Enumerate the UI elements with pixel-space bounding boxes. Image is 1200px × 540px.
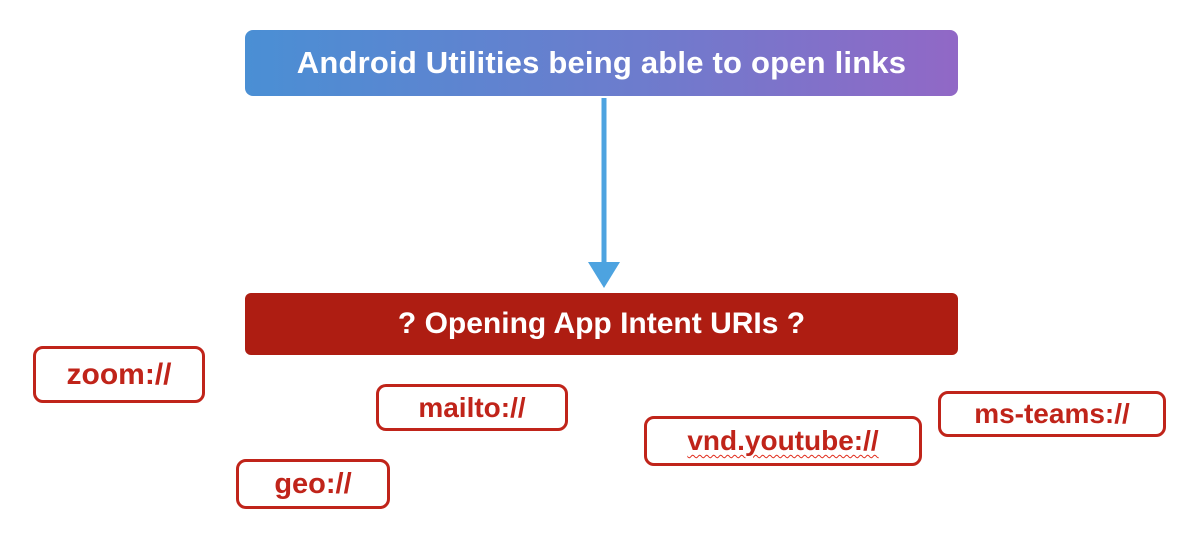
uri-label-ms-teams: ms-teams:// <box>938 391 1166 437</box>
uri-label-ms-teams-text: ms-teams:// <box>974 398 1130 429</box>
uri-label-geo-text: geo:// <box>274 467 352 500</box>
bottom-node-opening-app-intent-uris: ? Opening App Intent URIs ? <box>245 293 958 355</box>
bottom-node-label: ? Opening App Intent URIs ? <box>397 307 806 340</box>
uri-label-mailto: mailto:// <box>376 384 568 431</box>
uri-label-zoom-text: zoom:// <box>66 357 172 391</box>
uri-label-vnd-youtube-text: vnd.youtube:// <box>687 425 879 456</box>
uri-label-mailto-text: mailto:// <box>418 391 526 423</box>
uri-label-zoom: zoom:// <box>33 346 205 403</box>
down-arrow-icon <box>588 98 620 288</box>
top-node-label: Android Utilities being able to open lin… <box>296 45 907 80</box>
flow-arrow-wrap <box>580 96 628 292</box>
top-node-android-utilities: Android Utilities being able to open lin… <box>245 30 958 96</box>
uri-label-vnd-youtube: vnd.youtube:// <box>644 416 922 466</box>
uri-label-geo: geo:// <box>236 459 390 509</box>
